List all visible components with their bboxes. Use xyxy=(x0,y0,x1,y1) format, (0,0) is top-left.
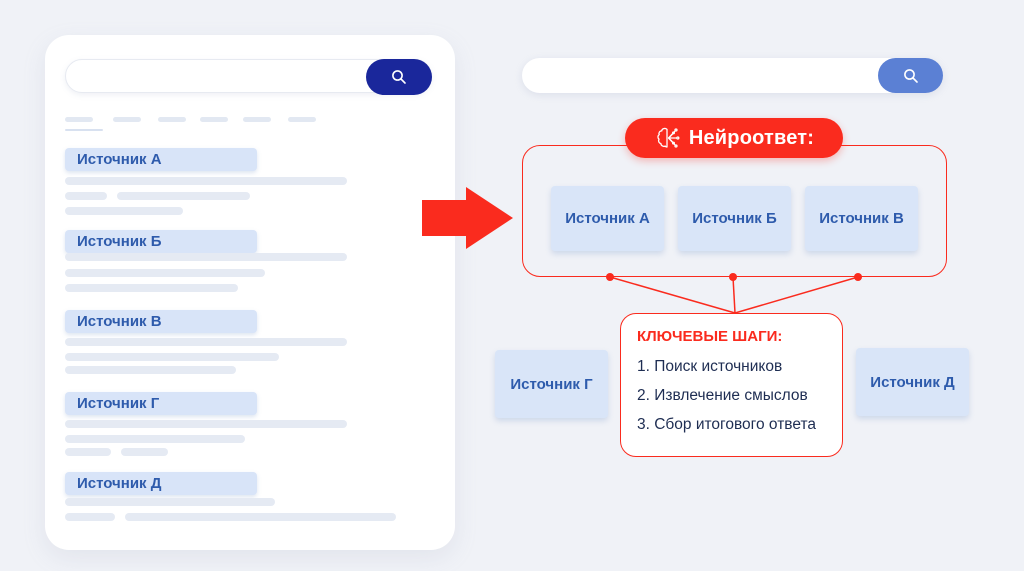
text-placeholder-line xyxy=(65,192,250,200)
neural-brain-icon xyxy=(657,127,680,148)
source-chip: Источник Б xyxy=(678,186,791,251)
text-placeholder-line xyxy=(65,207,183,215)
text-placeholder-line xyxy=(65,420,347,428)
answer-sources-row: Источник А Источник Б Источник В xyxy=(551,186,918,251)
text-placeholder-line xyxy=(65,366,236,374)
source-chip: Источник Г xyxy=(495,350,608,418)
text-placeholder-line xyxy=(65,498,275,506)
key-steps-title: КЛЮЧЕВЫЕ ШАГИ: xyxy=(637,328,783,345)
neuro-answer-badge: Нейроответ: xyxy=(625,118,843,158)
key-steps-box: КЛЮЧЕВЫЕ ШАГИ: 1. Поиск источников 2. Из… xyxy=(620,313,843,457)
source-chip: Источник Д xyxy=(65,472,257,495)
tab-placeholder xyxy=(200,117,228,122)
key-step: 3. Сбор итогового ответа xyxy=(637,416,816,433)
text-placeholder-line xyxy=(65,284,238,292)
transition-arrow-icon xyxy=(422,187,513,249)
active-tab-underline xyxy=(65,129,103,131)
text-placeholder-line xyxy=(65,513,396,521)
text-placeholder-line xyxy=(65,338,347,346)
search-input xyxy=(522,58,943,93)
text-placeholder-line xyxy=(65,353,279,361)
neuro-answer-box: Источник А Источник Б Источник В xyxy=(522,145,947,277)
classic-search-panel: Источник А Источник Б Источник В Источни… xyxy=(45,35,455,550)
source-chip: Источник Г xyxy=(65,392,257,415)
tab-placeholder xyxy=(158,117,186,122)
search-input xyxy=(65,59,432,95)
key-step: 1. Поиск источников xyxy=(637,358,783,375)
tab-placeholder xyxy=(243,117,271,122)
text-placeholder-line xyxy=(65,253,347,261)
text-placeholder-line xyxy=(65,269,265,277)
text-placeholder-line xyxy=(65,177,347,185)
tab-placeholder xyxy=(113,117,141,122)
search-button xyxy=(366,59,432,95)
source-chip: Источник А xyxy=(551,186,664,251)
neuro-answer-label: Нейроответ: xyxy=(688,126,815,149)
source-chip: Источник А xyxy=(65,148,257,171)
source-chip: Источник В xyxy=(65,310,257,333)
tab-placeholder xyxy=(65,117,93,122)
text-placeholder-line xyxy=(65,448,168,456)
source-chip: Источник Д xyxy=(856,348,969,416)
key-step: 2. Извлечение смыслов xyxy=(637,387,808,404)
source-chip: Источник Б xyxy=(65,230,257,253)
magnifier-icon xyxy=(392,70,406,84)
tab-placeholder xyxy=(288,117,316,122)
text-placeholder-line xyxy=(65,435,245,443)
source-chip: Источник В xyxy=(805,186,918,251)
connector-lines xyxy=(606,273,862,314)
magnifier-icon xyxy=(903,68,918,83)
search-button xyxy=(878,58,943,93)
